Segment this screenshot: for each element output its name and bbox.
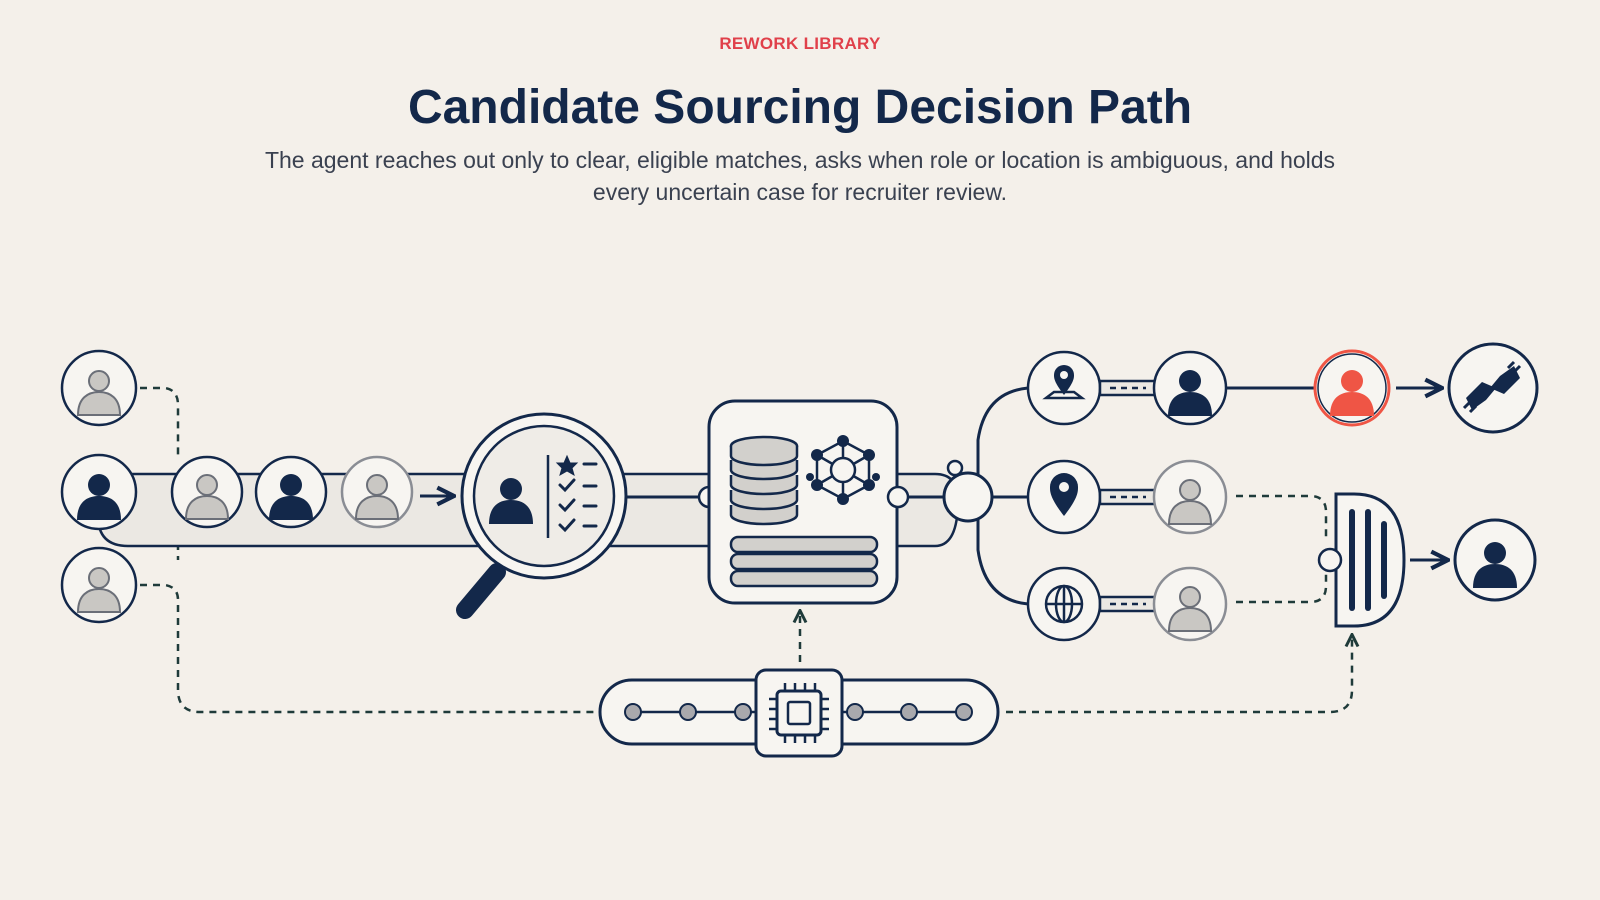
eyebrow-label: REWORK LIBRARY (719, 34, 881, 53)
uncertain-candidate-1 (1152, 459, 1228, 535)
data-hub (707, 399, 899, 605)
review-gate-icon (1317, 492, 1406, 628)
eligible-candidate (1152, 350, 1228, 426)
recruiter-review (1453, 518, 1537, 602)
checklist-icon (555, 454, 598, 533)
chip-icon (754, 668, 844, 758)
candidate-source-top (60, 349, 138, 427)
contacted-candidate (1313, 349, 1391, 427)
magnifier-icon (456, 412, 628, 619)
database-icon (729, 435, 799, 526)
location-pin-icon (1026, 459, 1102, 535)
pipeline-candidate-2 (254, 455, 328, 529)
globe-icon (1026, 566, 1102, 642)
branch-connector-2 (1098, 488, 1158, 506)
candidate-source-main (60, 453, 138, 531)
decision-node (942, 471, 994, 523)
pipeline-candidate-1 (170, 455, 244, 529)
branch-connector-1 (1098, 379, 1158, 397)
page-title: Candidate Sourcing Decision Path (407, 81, 1193, 134)
map-pin-icon (1026, 350, 1102, 426)
page-subtitle: The agent reaches out only to clear, eli… (264, 147, 1336, 205)
pipeline-candidate-3 (340, 455, 414, 529)
handshake-icon (1447, 342, 1539, 434)
candidate-source-bottom (60, 546, 138, 624)
network-icon (806, 435, 880, 505)
branch-connector-3 (1098, 595, 1158, 613)
uncertain-candidate-2 (1152, 566, 1228, 642)
